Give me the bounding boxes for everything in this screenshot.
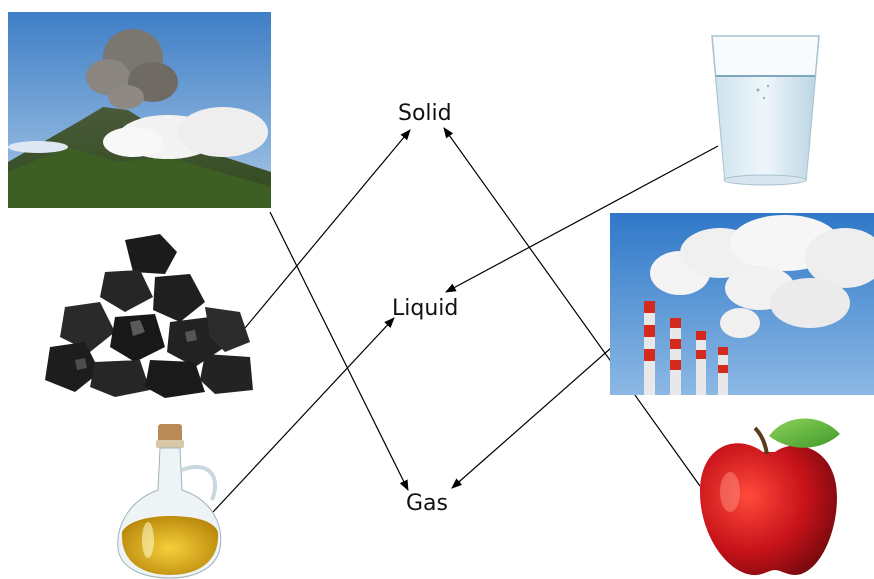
- label-gas: Gas: [406, 491, 448, 516]
- arrow-apple-to-solid: [443, 127, 701, 487]
- label-liquid: Liquid: [392, 296, 459, 321]
- factory-smoke-icon: [610, 213, 874, 395]
- arrow-water-to-liquid: [445, 145, 719, 293]
- arrow-coal-to-solid: [244, 129, 411, 329]
- volcano-icon: [8, 12, 271, 208]
- water-glass-icon: [711, 35, 820, 186]
- coal-icon: [45, 234, 253, 398]
- oil-bottle-icon: [117, 424, 222, 579]
- apple-icon: [700, 418, 840, 576]
- arrow-factory-to-gas: [451, 332, 629, 489]
- label-solid: Solid: [398, 101, 452, 126]
- arrow-volcano-to-gas: [269, 211, 409, 491]
- arrow-oil-to-liquid: [212, 317, 395, 513]
